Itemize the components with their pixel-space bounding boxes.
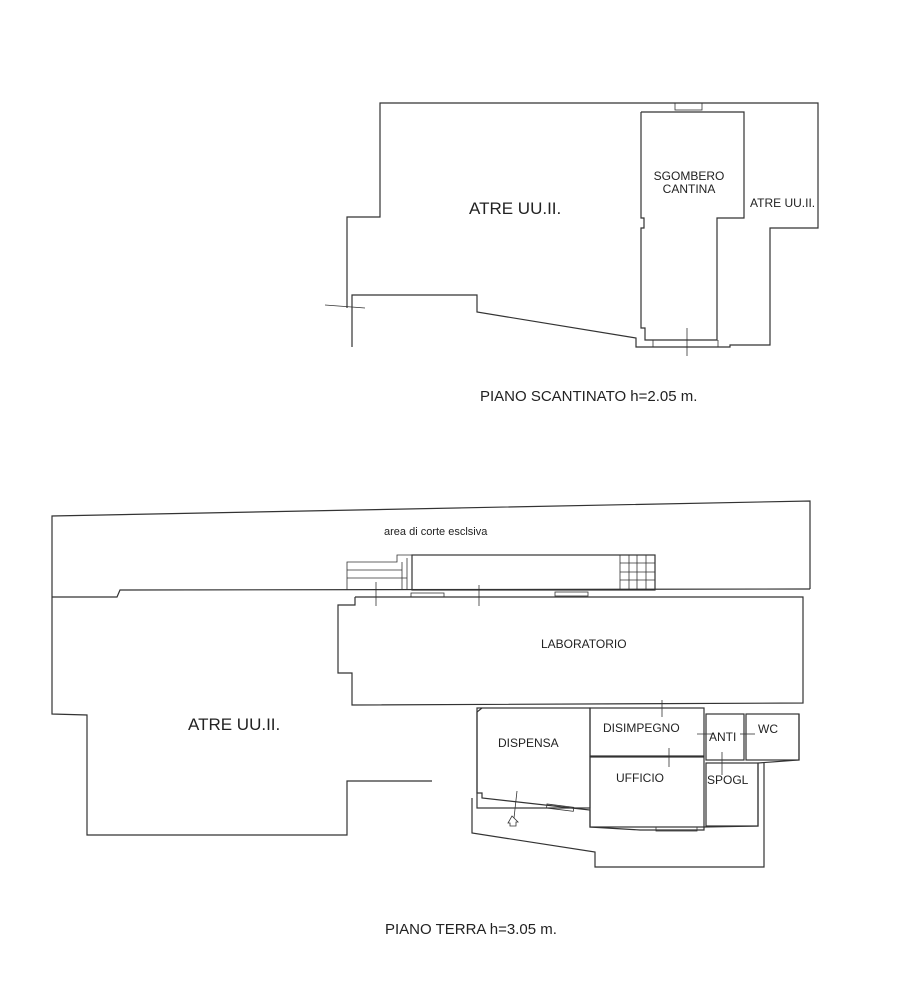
entrance-arrow-icon — [507, 815, 519, 827]
room-label-hallway: DISIMPEGNO — [603, 721, 680, 735]
other-units-outline — [51, 597, 432, 836]
section-mark — [513, 790, 518, 819]
room-label-courtyard: area di corte esclsiva — [384, 526, 488, 538]
storage-room-walls — [640, 111, 745, 341]
courtyard-outline — [51, 500, 811, 597]
room-label-other-units-right: ATRE UU.II. — [750, 196, 815, 210]
room-label-other-units: ATRE UU.II. — [188, 715, 280, 734]
wc-room — [745, 713, 800, 761]
room-label-cellar: CANTINA — [663, 182, 716, 196]
basement-caption: PIANO SCANTINATO h=2.05 m. — [480, 388, 697, 405]
laboratory-walls — [337, 596, 804, 706]
terrace — [411, 554, 656, 591]
window — [546, 803, 575, 812]
room-label-other-units: ATRE UU.II. — [469, 199, 561, 218]
room-label-anteroom: ANTI — [709, 730, 736, 744]
changing-room — [705, 762, 759, 827]
window — [410, 592, 445, 598]
pantry-room — [476, 707, 591, 809]
basement-window — [674, 102, 703, 111]
section-mark — [324, 304, 366, 309]
hallway-room — [589, 707, 705, 757]
room-label-wc: WC — [758, 722, 778, 736]
ground-floor-plan: area di corte esclsiva LABORATORIO ATRE … — [51, 500, 811, 938]
basement-outline — [346, 102, 819, 348]
left-stairs — [346, 554, 412, 590]
anteroom — [705, 713, 745, 761]
ground-floor-caption: PIANO TERRA h=3.05 m. — [385, 921, 557, 938]
outer-yard-outline — [471, 763, 765, 868]
window — [554, 591, 589, 597]
window — [655, 826, 698, 832]
right-stairs — [619, 555, 655, 590]
office-room — [589, 756, 705, 828]
room-label-storage: SGOMBERO — [654, 169, 725, 183]
room-label-pantry: DISPENSA — [498, 736, 559, 750]
basement-plan: ATRE UU.II. SGOMBERO CANTINA ATRE UU.II.… — [324, 102, 819, 405]
room-label-laboratory: LABORATORIO — [541, 637, 627, 651]
room-label-changing-room: SPOGL — [707, 773, 749, 787]
room-label-office: UFFICIO — [616, 771, 664, 785]
